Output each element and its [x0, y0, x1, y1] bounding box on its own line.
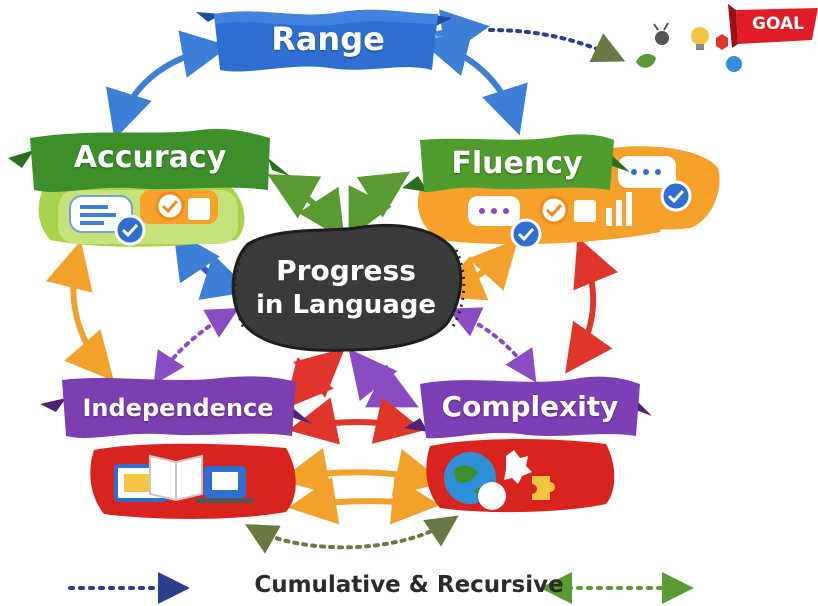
- center-node: [231, 223, 466, 352]
- center-label-line1: Progress: [276, 254, 416, 287]
- fluency-panel: [417, 146, 720, 250]
- arrow-accuracy-independence: [45, 240, 114, 382]
- complexity-banner: [404, 376, 652, 439]
- independence-panel: [90, 443, 296, 519]
- arrow-lower-orange-2: [288, 476, 440, 525]
- lightbulb-icon: [691, 27, 709, 45]
- footer-caption: Cumulative & Recursive: [0, 572, 818, 602]
- accuracy-banner: [8, 128, 290, 192]
- goal-label: GOAL: [752, 14, 804, 34]
- accuracy-label: Accuracy: [73, 140, 227, 175]
- connector-arrows: [45, 9, 626, 554]
- independence-label: Independence: [82, 394, 274, 422]
- arrow-center-complexity: [348, 348, 419, 408]
- footer-text: Cumulative & Recursive: [254, 572, 564, 598]
- fluency-banner: [402, 134, 630, 192]
- arrow-fluency-complexity: [565, 236, 618, 374]
- arrow-fluency-center: [348, 171, 411, 239]
- arrow-accuracy-center: [267, 174, 345, 241]
- range-banner: [196, 9, 452, 72]
- leaf-icon: [636, 53, 656, 68]
- dotted-center-independence: [153, 308, 239, 385]
- arrow-independence-complexity: [288, 396, 424, 445]
- fluency-label: Fluency: [451, 146, 583, 181]
- arrow-center-independence: [284, 348, 345, 410]
- range-label: Range: [271, 20, 385, 58]
- arrow-range-to-right: [435, 9, 490, 57]
- center-label-line2: in Language: [255, 290, 436, 320]
- arrow-range-fluency: [420, 29, 528, 136]
- gear-icon: [716, 34, 728, 50]
- independence-banner: [40, 376, 312, 438]
- arrow-range-accuracy: [105, 30, 230, 140]
- arrow-accuracy-center-blue: [173, 230, 252, 300]
- globe-icon: [724, 54, 744, 74]
- goal-flag-icon: [736, 8, 818, 44]
- arrow-lower-orange-1: [280, 447, 444, 496]
- complexity-panel: [426, 439, 615, 513]
- complexity-label: Complexity: [441, 390, 619, 423]
- dotted-arrow-to-goal: [488, 28, 626, 63]
- dotted-bottom-loop: [245, 515, 459, 554]
- dotted-center-complexity: [447, 307, 537, 383]
- goal-cluster: [636, 4, 818, 74]
- bomb-icon: [655, 31, 669, 45]
- accuracy-panel: [38, 179, 245, 247]
